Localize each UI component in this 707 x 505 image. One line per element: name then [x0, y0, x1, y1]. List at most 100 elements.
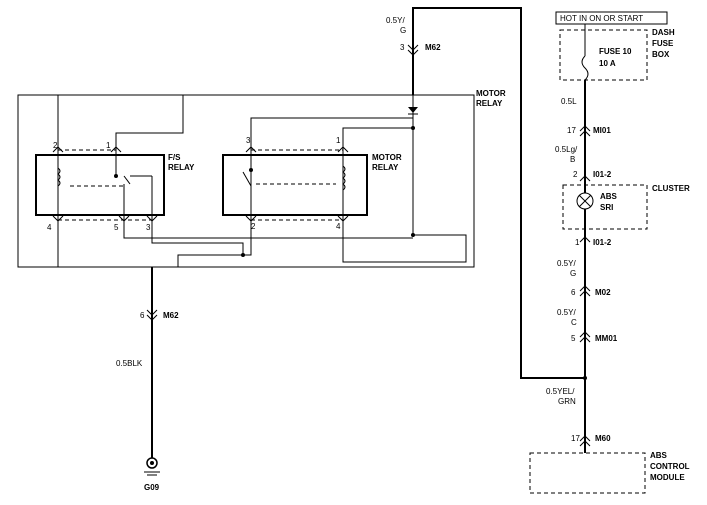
pin-17-m60: 17	[571, 434, 580, 443]
fuse-symbol	[581, 55, 589, 81]
mr-arrow-4	[337, 215, 349, 222]
fs-pin3-wire	[151, 222, 244, 255]
fs-switch-arm	[123, 175, 131, 185]
fs-pin1-wire	[115, 95, 184, 148]
mr-pin-1: 1	[336, 136, 341, 145]
fs-relay-label-line1: F/S	[168, 153, 181, 162]
wire-0.5y-g-line2: G	[570, 269, 576, 278]
mr-pin3-wire	[250, 117, 413, 148]
fs-pin-4: 4	[47, 223, 52, 232]
top-wire-color-line1: 0.5Y/	[386, 16, 405, 25]
fs-pin5-wire	[123, 222, 413, 239]
fs-arrow-3	[146, 215, 158, 222]
power-source-box	[555, 11, 668, 25]
junction-dot-3	[241, 253, 245, 257]
connector-m02-icon	[579, 285, 591, 292]
connector-i01-2-top-label: I01-2	[593, 170, 612, 179]
mr-coil-icon	[342, 165, 346, 191]
mr-switch-contact	[249, 168, 253, 172]
abs-lamp-line2: SRI	[600, 203, 613, 212]
mr-switch-arm	[242, 171, 252, 187]
wire-0.5L: 0.5L	[561, 97, 577, 106]
fs-coil-icon	[57, 167, 61, 187]
connector-m60-label: M60	[595, 434, 611, 443]
top-pin-3: 3	[400, 43, 405, 52]
motor-relay-label-line2: RELAY	[372, 163, 399, 172]
abs-module-line2: CONTROL	[650, 462, 690, 471]
fuse-box-label-line3: BOX	[652, 50, 670, 59]
fuse-rating: 10 A	[599, 59, 616, 68]
fuse-box	[559, 29, 648, 81]
top-wire-color-line2: G	[400, 26, 406, 35]
connector-i01-2-bottom-label: I01-2	[593, 238, 612, 247]
connector-m02-icon-lower	[579, 290, 591, 297]
motor-relay-assembly-box	[17, 94, 475, 268]
connector-m62-top-icon	[407, 44, 419, 51]
mr-pin1-wire	[342, 127, 413, 148]
fs-arrow-4	[52, 215, 64, 222]
abs-module-line3: MODULE	[650, 473, 685, 482]
wire-0.5lg-b-line2: B	[570, 155, 575, 164]
ground-point-center	[150, 461, 154, 465]
abs-control-module-box	[529, 452, 646, 494]
connector-m02-label: M02	[595, 288, 611, 297]
fs-relay-label-line2: RELAY	[168, 163, 195, 172]
connector-i01-2-top-icon	[579, 175, 591, 182]
connector-mi01-icon	[579, 125, 591, 132]
connector-mm01-icon-lower	[579, 336, 591, 343]
fs-arrow-5	[118, 215, 130, 222]
pin-5-mm01: 5	[571, 334, 576, 343]
fuse-box-label-line1: DASH	[652, 28, 675, 37]
connector-m62-top-icon-lower	[407, 49, 419, 56]
ground-pin-6: 6	[140, 311, 145, 320]
motor-relay-box-label-line2: RELAY	[476, 99, 503, 108]
fs-pin-3: 3	[146, 223, 151, 232]
connector-m62-ground-label: M62	[163, 311, 179, 320]
connector-m62-top-label: M62	[425, 43, 441, 52]
abs-lamp-line1: ABS	[600, 192, 618, 201]
wire-0.5y-g-line1: 0.5Y/	[557, 259, 576, 268]
fs-pin-5: 5	[114, 223, 119, 232]
connector-m62-ground-icon-lower	[146, 314, 158, 321]
abs-module-line1: ABS	[650, 451, 668, 460]
connector-i01-2-bottom-icon	[579, 236, 591, 243]
motor-relay-box-label-line1: MOTOR	[476, 89, 506, 98]
pin-2-i01-2: 2	[573, 170, 578, 179]
mr-pin-2: 2	[251, 222, 256, 231]
cluster-box	[562, 184, 648, 230]
cluster-label: CLUSTER	[652, 184, 690, 193]
mr-pin2-wire	[177, 222, 252, 267]
power-source-label: HOT IN ON OR START	[560, 14, 643, 23]
connector-m62-ground-icon	[146, 309, 158, 316]
fs-relay-box	[35, 154, 165, 216]
mr-pin-4: 4	[336, 222, 341, 231]
mr-arrow-2	[245, 215, 257, 222]
motor-relay-box	[222, 154, 368, 216]
diode-icon	[408, 107, 418, 113]
fuse-box-label-line2: FUSE	[652, 39, 674, 48]
feed-wire-0.5y-g	[412, 7, 585, 379]
ground-wire-color: 0.5BLK	[116, 359, 143, 368]
mr-pin4-wire	[342, 222, 467, 263]
connector-mi01-label: MI01	[593, 126, 611, 135]
wire-0.5y-c-line1: 0.5Y/	[557, 308, 576, 317]
connector-m60-icon	[579, 435, 591, 442]
mr-pin-3: 3	[246, 136, 251, 145]
connector-mi01-icon-lower	[579, 130, 591, 137]
connector-m60-icon-lower	[579, 440, 591, 447]
wire-0.5lg-b-line1: 0.5Lg/	[555, 145, 578, 154]
fs-pin-2: 2	[53, 141, 58, 150]
lamp-cross-2	[578, 194, 592, 208]
fs-switch-contact	[114, 174, 118, 178]
pin-17-mi01: 17	[567, 126, 576, 135]
wire-0.5yel-grn-line2: GRN	[558, 397, 576, 406]
fuse-name: FUSE 10	[599, 47, 632, 56]
wire-0.5y-c-line2: C	[571, 318, 577, 327]
motor-relay-label-line1: MOTOR	[372, 153, 402, 162]
pin-6-m02: 6	[571, 288, 576, 297]
ground-label-g09: G09	[144, 483, 160, 492]
connector-mm01-icon	[579, 331, 591, 338]
wire-0.5yel-grn-line1: 0.5YEL/	[546, 387, 575, 396]
pin-1-i01-2: 1	[575, 238, 580, 247]
